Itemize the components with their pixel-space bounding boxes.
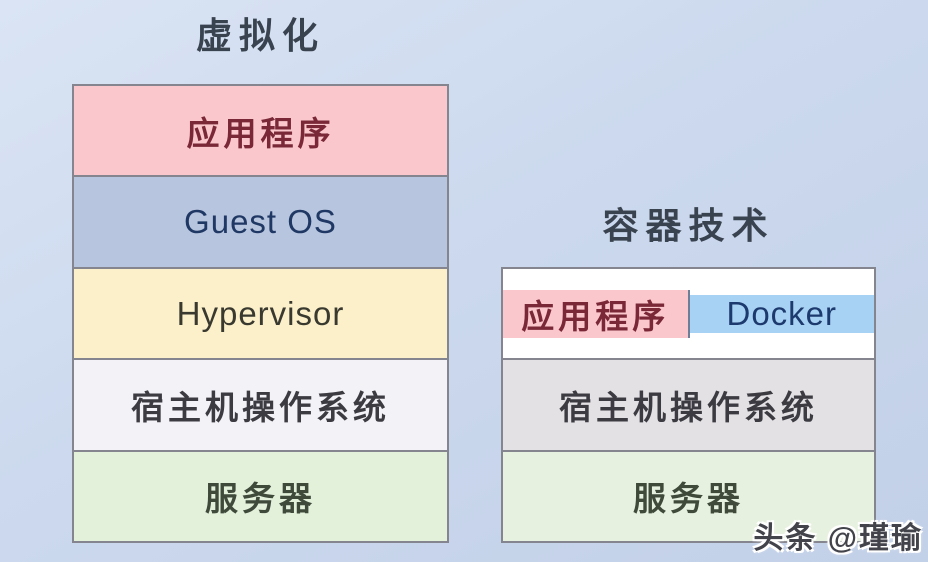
layer-container-host-os-label: 宿主机操作系统 [559, 388, 818, 426]
container-tech-stack: 应用程序 Docker 宿主机操作系统 服务器 [501, 267, 876, 543]
layer-host-os: 宿主机操作系统 [74, 360, 447, 452]
layer-container-server-label: 服务器 [633, 480, 744, 518]
layer-server-label: 服务器 [205, 480, 316, 518]
virtualization-title: 虚拟化 [195, 15, 325, 56]
layer-docker-label: Docker [726, 294, 838, 332]
watermark: 头条 @瑾瑜 [753, 522, 923, 555]
layer-host-os-label: 宿主机操作系统 [131, 388, 390, 426]
layer-container-application-label: 应用程序 [521, 297, 670, 335]
virtualization-stack: 应用程序 Guest OS Hypervisor 宿主机操作系统 服务器 [72, 84, 449, 543]
layer-hypervisor: Hypervisor [74, 268, 447, 361]
layer-server: 服务器 [74, 451, 447, 542]
container-tech-title: 容器技术 [602, 205, 775, 246]
layer-application: 应用程序 [74, 86, 447, 178]
layer-app-docker-row: 应用程序 Docker [503, 269, 874, 361]
layer-guest-os: Guest OS [74, 177, 447, 269]
layer-container-application: 应用程序 [503, 289, 690, 338]
layer-docker: Docker [689, 294, 874, 333]
layer-container-server: 服务器 [503, 451, 874, 541]
layer-application-label: 应用程序 [186, 114, 335, 152]
layer-guest-os-label: Guest OS [184, 203, 337, 241]
layer-hypervisor-label: Hypervisor [176, 294, 345, 332]
layer-container-host-os: 宿主机操作系统 [503, 360, 874, 452]
